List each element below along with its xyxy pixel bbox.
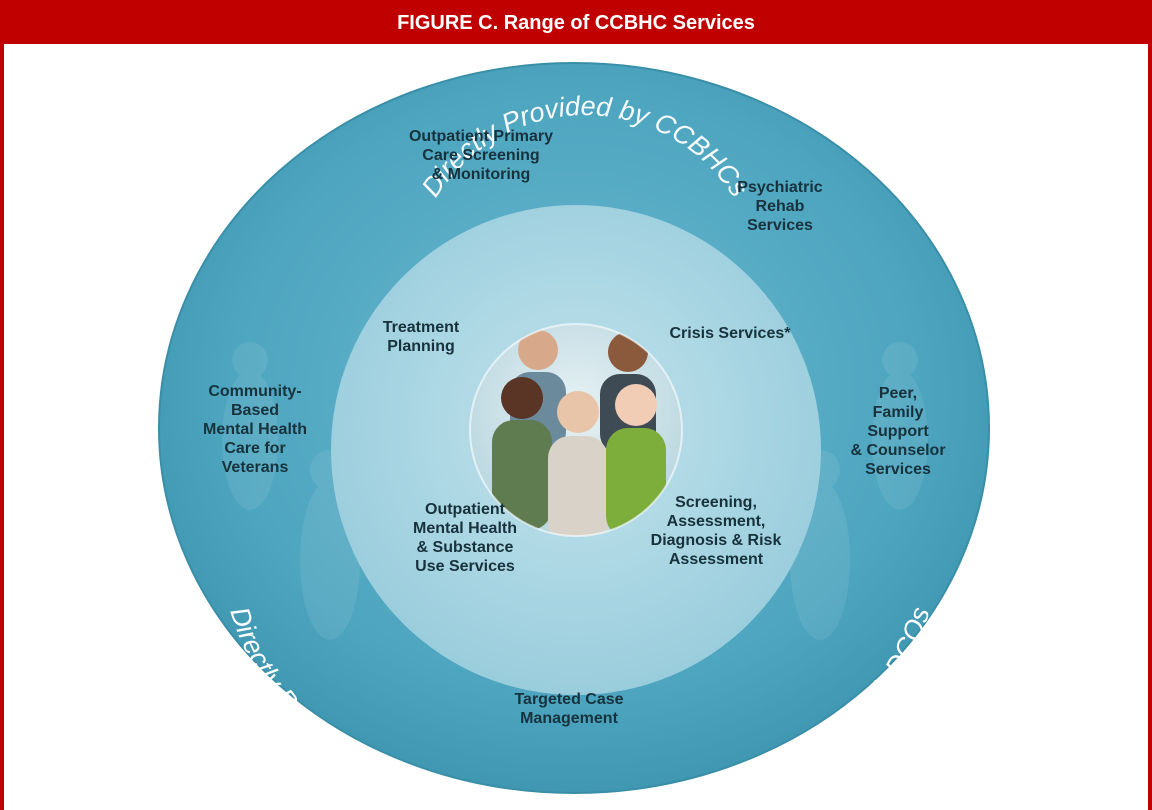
figure-title: FIGURE C. Range of CCBHC Services (0, 0, 1152, 44)
service-outpatient-primary-care: Outpatient Primary Care Screening & Moni… (408, 128, 554, 183)
services-diagram: Directly Provided by CCBHCs Directly Pro… (158, 62, 990, 810)
service-outpatient-mh-su: Outpatient Mental Health & Substance Use… (412, 501, 517, 575)
service-community-veterans: Community- Based Mental Health Care for … (202, 383, 307, 476)
service-targeted-case-management: Targeted Case Management (514, 691, 624, 727)
service-screening-assessment: Screening, Assessment, Diagnosis & Risk … (650, 494, 782, 568)
service-crisis: Crisis Services* (669, 325, 791, 342)
service-treatment-planning: Treatment Planning (382, 319, 460, 355)
service-peer-family-support: Peer, Family Support & Counselor Service… (850, 385, 946, 478)
service-psychiatric-rehab: Psychiatric Rehab Services (737, 179, 823, 234)
